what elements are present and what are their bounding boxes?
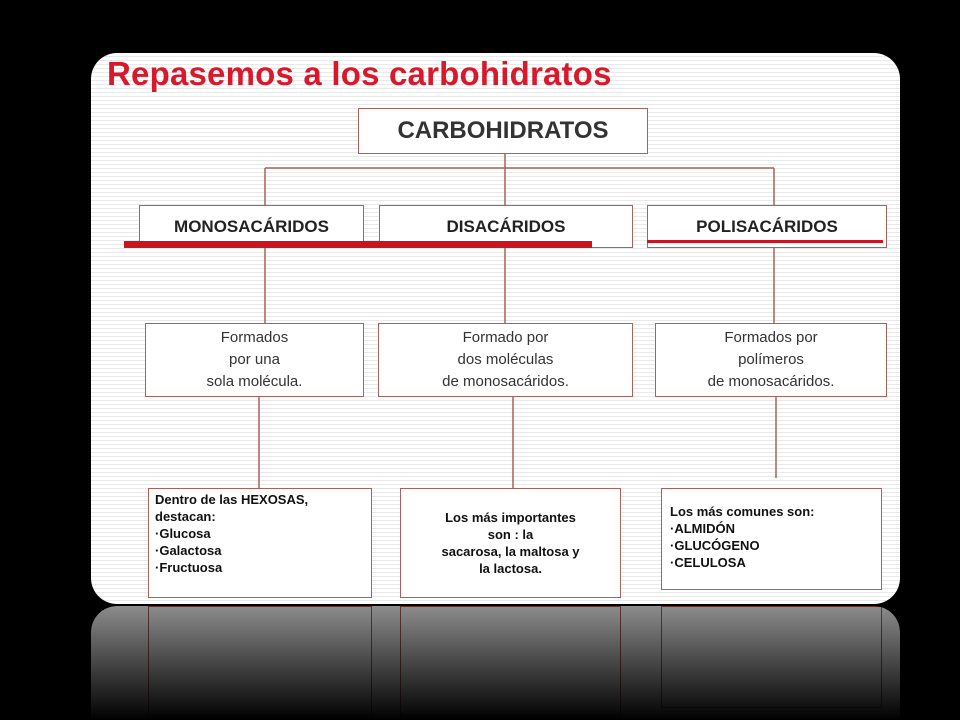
connector-lines bbox=[258, 154, 777, 488]
description-disacaridos: Formado por dos moléculas de monosacárid… bbox=[378, 323, 633, 397]
reflection-box-1 bbox=[148, 606, 372, 716]
description-monosacaridos: Formados por una sola molécula. bbox=[145, 323, 364, 397]
examples-polisacaridos: Los más comunes son: ·ALMIDÓN ·GLUCÓGENO… bbox=[661, 488, 882, 590]
slide: Repasemos a los carbohidratos CARBOHIDRA… bbox=[91, 53, 900, 604]
reflection-box-2 bbox=[400, 606, 621, 716]
description-polisacaridos: Formados por polímeros de monosacáridos. bbox=[655, 323, 887, 397]
category-disacaridos: DISACÁRIDOS bbox=[379, 205, 633, 248]
slide-reflection bbox=[91, 606, 900, 720]
root-node: CARBOHIDRATOS bbox=[358, 108, 648, 154]
highlight-underline-thin bbox=[647, 240, 883, 243]
examples-disacaridos: Los más importantes son : la sacarosa, l… bbox=[400, 488, 621, 598]
category-monosacaridos: MONOSACÁRIDOS bbox=[139, 205, 364, 248]
slide-title: Repasemos a los carbohidratos bbox=[107, 55, 612, 92]
examples-monosacaridos: Dentro de las HEXOSAS, destacan: ·Glucos… bbox=[148, 488, 372, 598]
highlight-underline bbox=[124, 241, 592, 248]
reflection-box-3 bbox=[661, 606, 882, 708]
